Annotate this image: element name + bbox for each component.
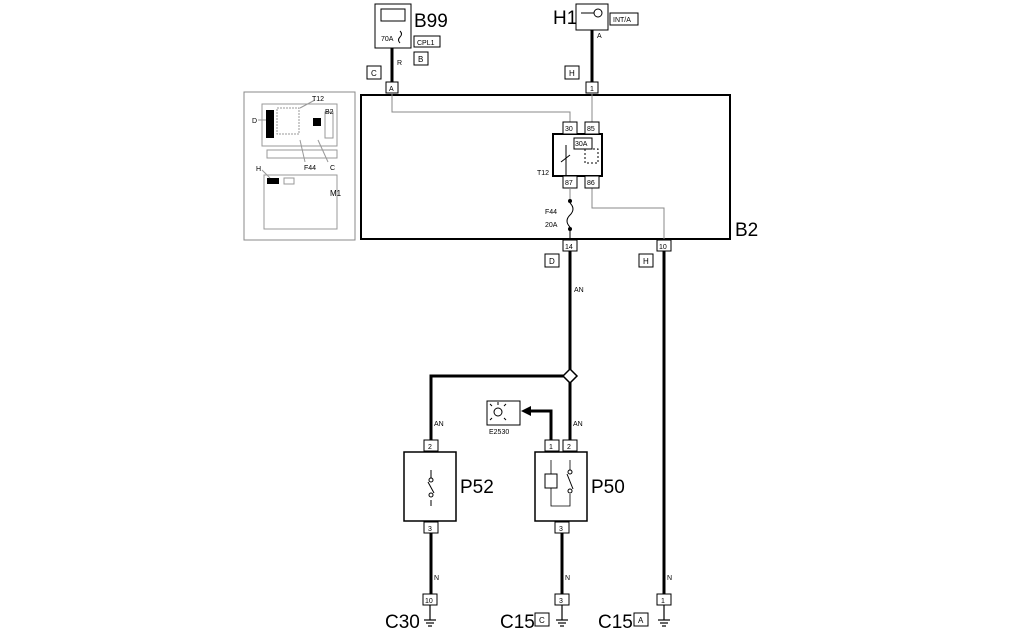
f44-fuse-icon (566, 202, 574, 228)
wire-n2-label: N (565, 575, 570, 582)
wire-an1-label: AN (574, 287, 584, 294)
ground-c15a-tag: A (638, 616, 644, 625)
h-connector-top-label: H (569, 69, 575, 78)
pin-1-label: 1 (590, 86, 594, 93)
ground-icon-c30 (424, 605, 436, 627)
b-connector-box (413, 51, 429, 66)
pin-86-label: 86 (587, 180, 595, 187)
splice-node (561, 367, 579, 385)
d-connector-label: D (549, 257, 555, 266)
inset-m1-box (263, 174, 338, 230)
inset-m1-label: M1 (330, 189, 342, 198)
wire-an2-label: AN (434, 421, 444, 428)
relay-rating-label: 30A (575, 141, 588, 148)
inset-b2-label: B2 (325, 109, 334, 116)
wire-n3-label: N (667, 575, 672, 582)
h-connector-top-box (564, 65, 580, 80)
p50-box (534, 451, 588, 522)
c-connector-label: C (371, 69, 377, 78)
internal-wire-a-30 (391, 93, 571, 122)
wire-r-label: R (397, 60, 402, 67)
e2530-box (486, 400, 521, 426)
e2530-label: E2530 (489, 429, 509, 436)
ground-c15c-tag: C (539, 616, 545, 625)
p52-pin3-label: 3 (428, 526, 432, 533)
inset-h-label: H (256, 166, 261, 173)
gnd-c30-pin-label: 10 (425, 598, 433, 605)
battery-icon (380, 8, 406, 22)
pin-a-label: A (389, 86, 394, 93)
t12-label: T12 (537, 170, 549, 177)
p52-pin2-box (423, 439, 439, 452)
b99-label: B99 (414, 11, 448, 32)
pin-30-label: 30 (565, 126, 573, 133)
pin-14-label: 14 (565, 244, 573, 251)
b-connector-label: B (418, 55, 423, 64)
gnd-c15c-pin-label: 3 (559, 598, 563, 605)
p50-pin3-label: 3 (559, 526, 563, 533)
ground-c15a-label: C15 (598, 612, 633, 631)
b2-label: B2 (735, 220, 758, 241)
arrow-icon (521, 406, 531, 416)
inset-c-label: C (330, 165, 335, 172)
p50-pin2-box (562, 439, 578, 452)
p50-label: P50 (591, 477, 625, 498)
p50-pin1-label: 1 (549, 444, 553, 451)
wire-n1-label: N (434, 575, 439, 582)
inset-t12-label: T12 (312, 96, 324, 103)
p50-pin1-box (544, 439, 560, 452)
p52-switch-icon (427, 481, 435, 494)
relay-rating-box (573, 137, 593, 150)
p50-pin2-label: 2 (567, 444, 571, 451)
internal-wire-86-10 (591, 188, 665, 239)
relay-coil-icon (584, 148, 599, 164)
wire-an3-label: AN (573, 421, 583, 428)
cpl1-box (413, 35, 441, 48)
ground-c15c-label: C15 (500, 612, 535, 631)
f44-rating-label: 20A (545, 222, 558, 229)
lamp-icon (493, 407, 503, 417)
ground-c15c-tag-box (534, 612, 550, 627)
wire-p50-e2530 (530, 409, 553, 440)
gnd-c15a-pin-label: 1 (661, 598, 665, 605)
inset-d-label: D (252, 118, 257, 125)
pin-85-box (584, 121, 600, 135)
h-connector-b2-box (638, 253, 654, 268)
h1-label: H1 (553, 8, 577, 29)
h1-pin-label: A (597, 33, 602, 40)
cpl1-label: CPL1 (417, 40, 435, 47)
d-connector-box (544, 253, 560, 268)
ground-icon-c15c (556, 605, 568, 627)
wire-splice-p52 (429, 374, 570, 440)
relay-switch-icon (560, 154, 571, 163)
b2-box (360, 94, 731, 240)
p52-label: P52 (460, 477, 494, 498)
c-connector-box (366, 65, 382, 80)
p50-switch-icon (566, 473, 574, 490)
pin-30-box (562, 121, 578, 135)
int-a-label: INT/A (613, 17, 631, 24)
pin-10-label: 10 (659, 244, 667, 251)
ground-icon-c15a (658, 605, 670, 627)
b99-fuse-rating: 70A (381, 36, 394, 43)
h-connector-b2-label: H (643, 257, 649, 266)
ground-c30-label: C30 (385, 612, 420, 631)
pin-86-box (584, 175, 600, 189)
h1-box (575, 3, 609, 31)
f44-label: F44 (545, 209, 557, 216)
pin-85-label: 85 (587, 126, 595, 133)
int-a-box (609, 12, 639, 26)
p52-pin2-label: 2 (428, 444, 432, 451)
inset-f44-label: F44 (304, 165, 316, 172)
b99-fuse-icon (398, 30, 402, 44)
pin-87-label: 87 (565, 180, 573, 187)
ground-c15a-tag-box (633, 612, 649, 627)
